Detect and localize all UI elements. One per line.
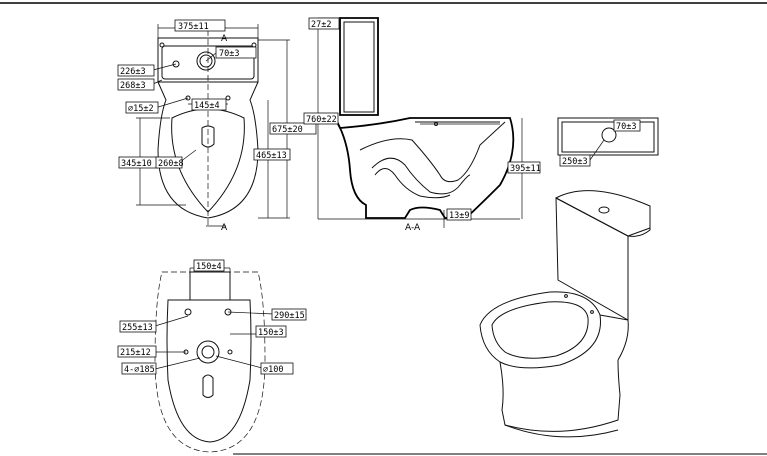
dim-bowl-depth: 465±13 [256,151,287,161]
dim-top-thk: 27±2 [311,20,331,30]
dim-dia-15: ∅15±2 [128,104,154,114]
dim-bolt-offset: 226±3 [120,67,146,77]
dim-hole-b: 255±13 [122,323,153,333]
dim-outlet-dia: 70±3 [219,49,239,59]
section-mark-bottom: A [221,223,228,233]
dim-bolt-spacing: 268±3 [120,81,146,91]
bowl-opening [491,301,589,359]
dim-hole-d: 215±12 [120,348,151,358]
dim-height: 760±22 [306,115,337,125]
dim-outlet: 13±9 [449,211,469,221]
flush-button-circle [601,127,617,143]
dim-rim-height: 395±11 [510,164,541,174]
outlet-dia-circle [196,340,220,364]
tank-lid-view: 70±3 250±3 [557,117,659,167]
dim-outlet-right: ∅100 [263,365,283,375]
section-mark-top: A [221,34,228,44]
dim-top-width: 150±4 [196,262,222,272]
bottom-view: 150±4 290±15 255±13 150±3 215±12 4-∅185 … [117,259,307,453]
toilet-3d-view [479,190,651,438]
dim-bowl-width: 345±10 [121,159,152,169]
dim-button-offset: 250±3 [562,157,588,167]
dim-depth-total: 675±20 [272,125,303,135]
outlet-circle [196,51,216,71]
front-view: A A 375±11 70±3 226±3 268±3 ∅15±2 145±4 … [117,19,317,233]
dim-width: 375±11 [178,22,209,32]
section-caption: A-A [405,223,421,233]
dim-outlet-left: 4-∅185 [124,365,155,375]
dim-button-dia: 70±3 [616,122,636,132]
dim-rim-width: 260±8 [158,159,184,169]
dim-hole-spacing: 145±4 [194,101,220,111]
dim-hole-a: 290±15 [274,311,305,321]
dim-hole-c: 150±3 [258,328,284,338]
section-view: 27±2 760±22 395±11 13±9 A-A [303,17,541,233]
